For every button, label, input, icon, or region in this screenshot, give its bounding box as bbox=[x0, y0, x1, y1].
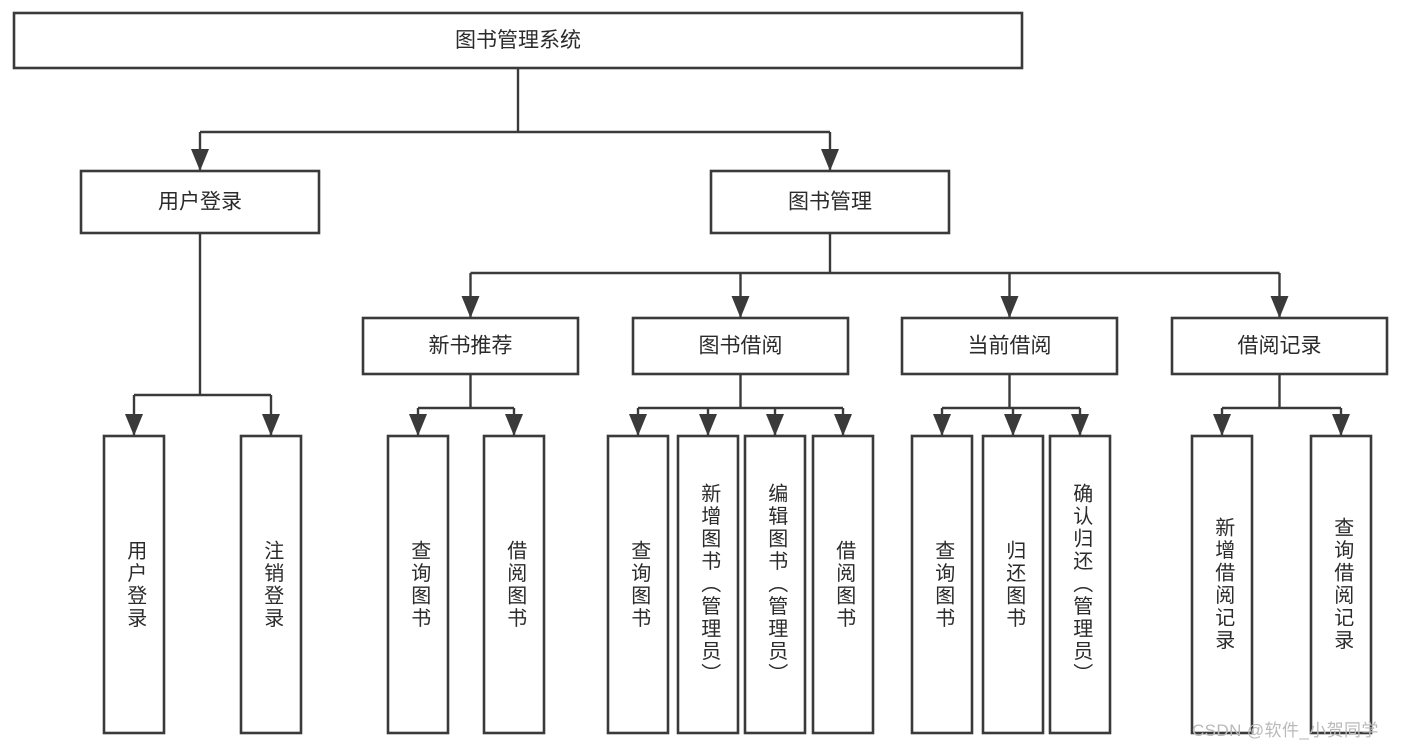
arrow-head-icon bbox=[821, 149, 839, 171]
node-leaf-12[interactable] bbox=[1309, 434, 1373, 735]
arrow-head-icon bbox=[766, 414, 784, 436]
connector-layer bbox=[125, 68, 1350, 436]
node-leaf-11[interactable] bbox=[1190, 434, 1254, 735]
node-level3-1[interactable] bbox=[631, 316, 850, 376]
arrow-head-icon bbox=[699, 414, 717, 436]
arrow-head-icon bbox=[409, 414, 427, 436]
node-leaf-5[interactable] bbox=[676, 434, 740, 735]
arrow-head-icon bbox=[125, 414, 143, 436]
node-leaf-9[interactable] bbox=[981, 434, 1045, 735]
node-leaf-7[interactable] bbox=[811, 434, 875, 735]
arrow-head-icon bbox=[191, 149, 209, 171]
node-level2-1[interactable] bbox=[709, 169, 951, 235]
node-level3-label-3: 借阅记录 bbox=[1238, 335, 1322, 358]
node-leaf-1[interactable] bbox=[239, 434, 303, 735]
node-leaf-10[interactable] bbox=[1048, 434, 1112, 735]
arrow-head-icon bbox=[629, 414, 647, 436]
arrow-head-icon bbox=[1332, 414, 1350, 436]
arrow-head-icon bbox=[933, 414, 951, 436]
node-level2-label-0: 用户登录 bbox=[158, 191, 242, 214]
box-layer bbox=[12, 11, 1389, 735]
arrow-head-icon bbox=[731, 296, 750, 318]
node-level3-3[interactable] bbox=[1170, 316, 1389, 376]
arrow-head-icon bbox=[1270, 296, 1289, 318]
node-leaf-2[interactable] bbox=[386, 434, 450, 735]
node-level3-label-1: 图书借阅 bbox=[699, 335, 783, 358]
arrow-head-icon bbox=[461, 296, 480, 318]
arrow-head-icon bbox=[262, 414, 280, 436]
arrow-head-icon bbox=[1004, 414, 1022, 436]
node-level3-label-0: 新书推荐 bbox=[429, 335, 513, 358]
arrow-head-icon bbox=[505, 414, 523, 436]
arrow-head-icon bbox=[1071, 414, 1089, 436]
node-leaf-6[interactable] bbox=[743, 434, 807, 735]
arrow-head-icon bbox=[1000, 296, 1019, 318]
node-level2-0[interactable] bbox=[79, 169, 321, 235]
node-leaf-4[interactable] bbox=[606, 434, 670, 735]
node-level3-0[interactable] bbox=[361, 316, 580, 376]
arrow-head-icon bbox=[834, 414, 852, 436]
node-level2-label-1: 图书管理 bbox=[788, 191, 872, 214]
node-leaf-3[interactable] bbox=[482, 434, 546, 735]
node-root[interactable] bbox=[12, 11, 1024, 70]
node-level3-2[interactable] bbox=[900, 316, 1119, 376]
node-leaf-8[interactable] bbox=[910, 434, 974, 735]
arrow-head-icon bbox=[1213, 414, 1231, 436]
csdn-watermark: CSDN @软件_小贺同学 bbox=[1192, 721, 1379, 740]
node-leaf-0[interactable] bbox=[102, 434, 166, 735]
node-root-label: 图书管理系统 bbox=[455, 29, 581, 52]
node-level3-label-2: 当前借阅 bbox=[968, 335, 1052, 358]
